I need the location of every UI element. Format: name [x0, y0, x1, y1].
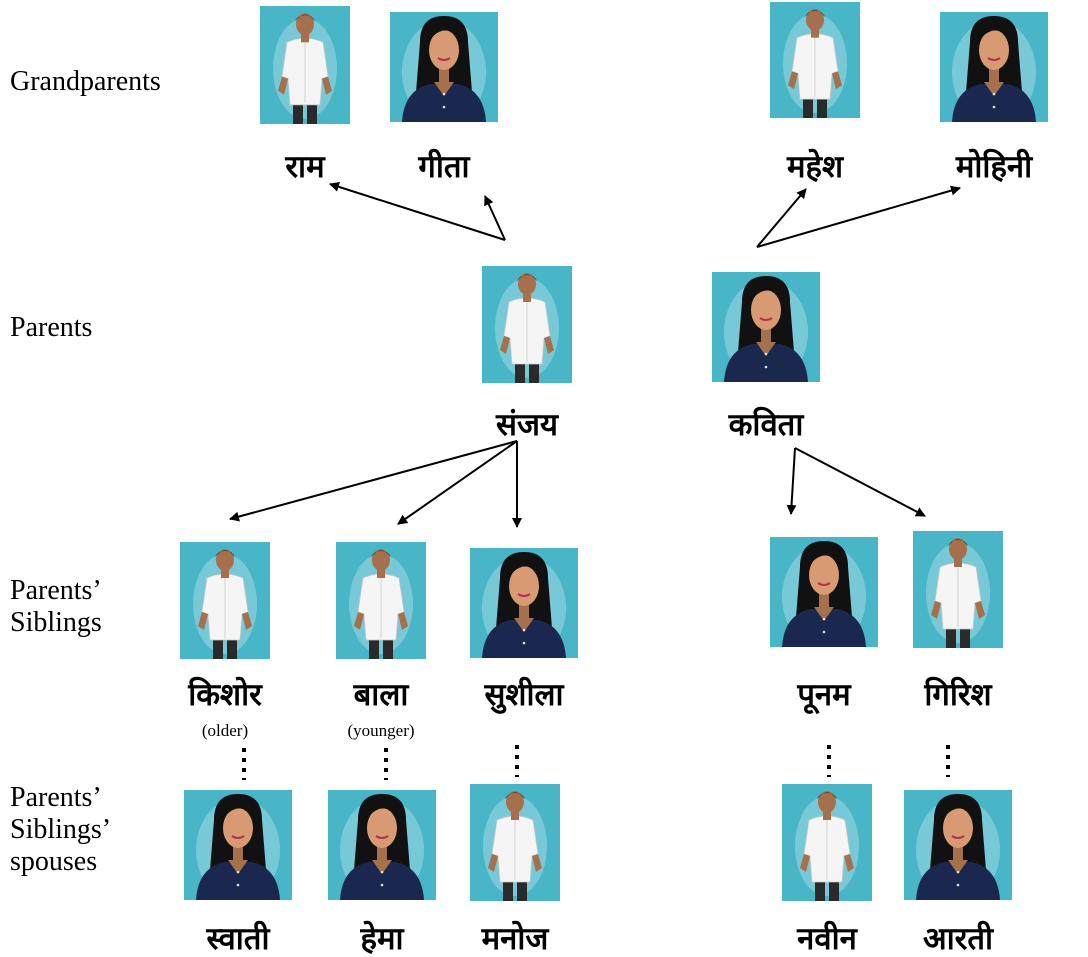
male-avatar-icon: [782, 784, 872, 901]
person-name: स्वाती: [206, 921, 270, 957]
person-name: आरती: [922, 921, 994, 957]
female-avatar-icon: [470, 548, 578, 658]
person-name: राम: [285, 149, 325, 185]
arrow-kavita-to-mohini: [756, 185, 961, 248]
arrow-sanjay-to-bala: [397, 440, 518, 525]
row-label-grandparents: Grandparents: [10, 66, 161, 97]
person-name: सुशीला: [484, 677, 564, 713]
female-avatar-icon: [770, 537, 878, 647]
female-avatar-icon: [940, 12, 1048, 122]
female-avatar-icon: [328, 790, 436, 900]
row-label-spouses: Parents’ Siblings’ spouses: [10, 782, 112, 878]
female-avatar-icon: [390, 12, 498, 122]
person-name: संजय: [496, 407, 558, 443]
arrow-sanjay-to-gita: [484, 195, 506, 241]
arrow-kavita-to-mahesh: [756, 188, 807, 248]
row-label-siblings: Parents’ Siblings: [10, 575, 102, 639]
male-avatar-icon: [180, 542, 270, 659]
male-avatar-icon: [470, 784, 560, 901]
row-label-parents: Parents: [10, 312, 93, 343]
male-avatar-icon: [770, 2, 860, 118]
male-avatar-icon: [913, 531, 1003, 648]
arrow-kavita-to-girish: [794, 447, 926, 517]
arrow-kavita-to-poonam: [786, 447, 797, 515]
person-name: मनोज: [481, 921, 549, 957]
male-avatar-icon: [260, 6, 350, 124]
birth-order-note: (younger): [347, 721, 415, 740]
person-name: बाला: [353, 677, 409, 713]
arrow-sanjay-to-kishor: [229, 440, 518, 522]
female-avatar-icon: [184, 790, 292, 900]
male-avatar-icon: [482, 266, 572, 383]
person-name: नवीन: [797, 921, 857, 957]
person-name: किशोर: [188, 677, 262, 713]
female-avatar-icon: [712, 272, 820, 382]
person-name: गिरिश: [924, 677, 992, 713]
male-avatar-icon: [336, 542, 426, 659]
person-name: हेमा: [360, 921, 404, 957]
person-name: पूनम: [797, 677, 851, 713]
arrow-sanjay-to-ram: [329, 181, 506, 241]
person-name: मोहिनी: [955, 149, 1033, 185]
person-name: कविता: [728, 407, 804, 443]
person-name: महेश: [786, 149, 844, 185]
birth-order-note: (older): [201, 721, 249, 740]
person-name: गीता: [418, 149, 470, 185]
female-avatar-icon: [904, 790, 1012, 900]
